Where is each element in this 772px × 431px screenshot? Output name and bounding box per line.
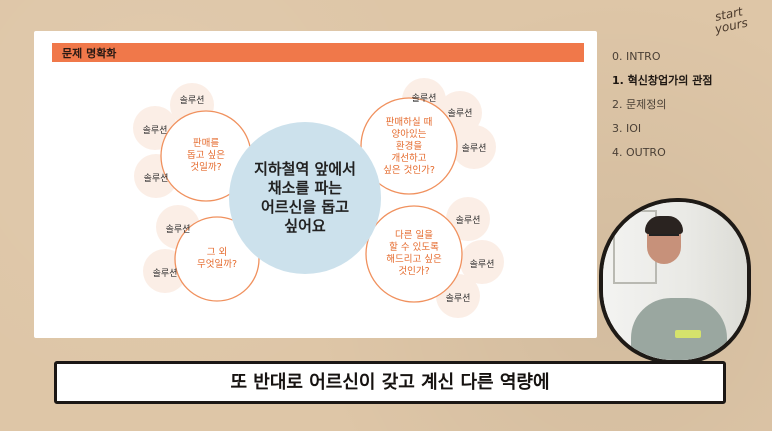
presenter-body [631,298,727,360]
question-circle-right-top [360,97,458,195]
agenda-item-intro: 0. INTRO [612,50,661,63]
subtitle-caption: 또 반대로 어르신이 갖고 계신 다른 역량에 [54,361,726,404]
shirt-patch [675,330,701,338]
agenda-item-ioi: 3. IOI [612,122,642,135]
solution-circle [446,197,490,241]
agenda-item-perspective: 1. 혁신창업가의 관점 [612,74,713,87]
presenter-video [599,198,751,364]
slide-banner: 문제 명확화 [52,43,584,62]
presenter-hair [645,216,683,234]
solution-label: 솔루션 [461,144,487,154]
presentation-slide: 문제 명확화 지하철역 앞에서 채소를 파는 어르신을 돕고 싶어요 판매를 돕… [34,31,597,338]
solution-label: 솔루션 [152,269,178,279]
solution-label: 솔루션 [143,174,169,184]
solution-label: 솔루션 [469,260,495,270]
agenda-item-outro: 4. OUTRO [612,146,666,159]
solution-label: 솔루션 [445,294,471,304]
mind-map-diagram [133,78,504,318]
question-left-top-text: 판매를 돕고 싶은 것일까? [187,138,225,173]
center-problem-text: 지하철역 앞에서 채소를 파는 어르신을 돕고 싶어요 [254,160,356,235]
solution-label: 솔루션 [179,96,205,106]
solution-label: 솔루션 [165,225,191,235]
question-right-top-text: 판매하실 때 양아있는 환경을 개선하고 싶은 것인가? [383,117,435,176]
solution-label: 솔루션 [455,216,481,226]
slide-title: 문제 명확화 [62,47,117,60]
center-circle [229,122,381,274]
subtitle-text: 또 반대로 어르신이 갖고 계신 다른 역량에 [230,372,550,393]
agenda-menu: 0. INTRO 1. 혁신창업가의 관점 2. 문제정의 3. IOI 4. … [612,50,762,170]
question-circle-right-bottom [365,205,463,303]
agenda-item-problem-definition: 2. 문제정의 [612,98,667,111]
solution-label: 솔루션 [411,94,437,104]
solution-label: 솔루션 [142,126,168,136]
solution-circle [452,125,496,169]
solution-label: 솔루션 [447,109,473,119]
glasses-icon [649,234,679,243]
question-circle-left-bottom [174,216,260,302]
question-left-bottom-text: 그 외 무엇일까? [196,247,237,270]
solution-circle [460,240,504,284]
question-right-bottom-text: 다른 일을 할 수 있도록 해드리고 싶은 것인가? [386,230,442,277]
